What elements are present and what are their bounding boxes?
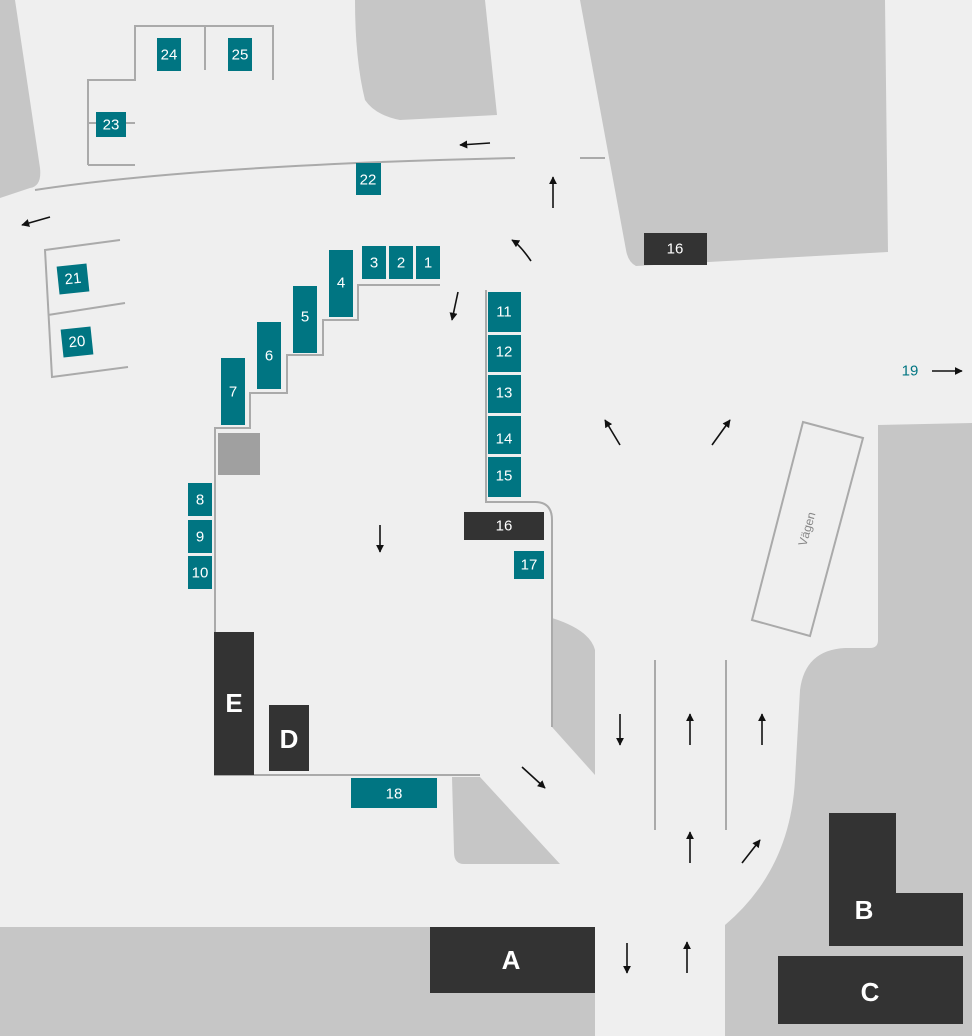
stop-25[interactable]: 25 bbox=[228, 38, 252, 71]
svg-text:21: 21 bbox=[64, 270, 82, 289]
svg-text:B: B bbox=[855, 895, 874, 925]
stop-17[interactable]: 17 bbox=[514, 551, 544, 579]
svg-text:23: 23 bbox=[103, 117, 120, 134]
stop-11[interactable]: 11 bbox=[488, 292, 521, 332]
stop-22[interactable]: 22 bbox=[356, 163, 381, 195]
stop-5[interactable]: 5 bbox=[293, 286, 317, 353]
area-top-right bbox=[580, 0, 888, 266]
stop-23[interactable]: 23 bbox=[96, 112, 126, 137]
building-A[interactable]: A bbox=[430, 927, 595, 993]
direction-arrow-icon bbox=[449, 291, 459, 321]
stop-21[interactable]: 21 bbox=[56, 263, 90, 295]
svg-text:15: 15 bbox=[496, 468, 513, 485]
building-C[interactable]: C bbox=[778, 956, 963, 1024]
svg-text:D: D bbox=[280, 724, 299, 754]
stop-8[interactable]: 8 bbox=[188, 483, 212, 516]
svg-text:18: 18 bbox=[386, 786, 403, 803]
svg-text:25: 25 bbox=[232, 47, 249, 64]
gray-block bbox=[218, 433, 260, 475]
direction-arrow-icon bbox=[521, 766, 546, 789]
direction-arrow-icon bbox=[604, 419, 621, 446]
svg-text:8: 8 bbox=[196, 492, 204, 509]
svg-text:5: 5 bbox=[301, 309, 309, 326]
direction-arrow-icon bbox=[511, 239, 532, 262]
stop-13[interactable]: 13 bbox=[488, 375, 521, 413]
svg-text:7: 7 bbox=[229, 384, 237, 401]
svg-text:10: 10 bbox=[192, 565, 209, 582]
stop-14[interactable]: 14 bbox=[488, 416, 521, 454]
svg-text:3: 3 bbox=[370, 255, 378, 272]
svg-text:13: 13 bbox=[496, 385, 513, 402]
direction-arrow-icon bbox=[741, 839, 761, 864]
stop-18[interactable]: 18 bbox=[351, 778, 437, 808]
building-D[interactable]: D bbox=[269, 705, 309, 771]
direction-arrow-icon bbox=[459, 140, 491, 149]
svg-text:20: 20 bbox=[68, 333, 86, 352]
svg-text:C: C bbox=[861, 977, 880, 1007]
svg-text:6: 6 bbox=[265, 348, 273, 365]
svg-text:16: 16 bbox=[496, 518, 513, 535]
stop-24[interactable]: 24 bbox=[157, 38, 181, 71]
stop-6[interactable]: 6 bbox=[257, 322, 281, 389]
svg-text:11: 11 bbox=[496, 304, 512, 321]
direction-arrow-icon bbox=[21, 216, 51, 227]
building-16-center[interactable]: 16 bbox=[464, 512, 544, 540]
svg-text:A: A bbox=[502, 945, 521, 975]
area-bottom-center bbox=[452, 777, 560, 864]
svg-text:14: 14 bbox=[496, 431, 513, 448]
direction-arrow-icon bbox=[711, 419, 731, 446]
area-right bbox=[725, 423, 972, 1036]
svg-text:24: 24 bbox=[161, 47, 178, 64]
svg-text:1: 1 bbox=[424, 255, 432, 272]
building-B[interactable]: B bbox=[829, 813, 963, 946]
area-top-center bbox=[355, 0, 497, 120]
svg-text:16: 16 bbox=[667, 241, 684, 258]
area-top-left bbox=[0, 0, 41, 198]
stop-20[interactable]: 20 bbox=[60, 326, 94, 358]
stop-10[interactable]: 10 bbox=[188, 556, 212, 589]
street-outline bbox=[750, 420, 865, 638]
stop-1[interactable]: 1 bbox=[416, 246, 440, 279]
svg-text:9: 9 bbox=[196, 529, 204, 546]
svg-text:12: 12 bbox=[496, 344, 513, 361]
building-16-top[interactable]: 16 bbox=[644, 233, 707, 265]
stop-4[interactable]: 4 bbox=[329, 250, 353, 317]
stop-19[interactable]: 19 bbox=[902, 363, 919, 380]
svg-text:E: E bbox=[225, 688, 242, 718]
stop-2[interactable]: 2 bbox=[389, 246, 413, 279]
stop-7[interactable]: 7 bbox=[221, 358, 245, 425]
stop-3[interactable]: 3 bbox=[362, 246, 386, 279]
area-center-right bbox=[552, 618, 595, 775]
stop-9[interactable]: 9 bbox=[188, 520, 212, 553]
stop-12[interactable]: 12 bbox=[488, 335, 521, 372]
svg-text:2: 2 bbox=[397, 255, 405, 272]
svg-text:22: 22 bbox=[360, 172, 377, 189]
svg-text:17: 17 bbox=[521, 557, 538, 574]
stop-15[interactable]: 15 bbox=[488, 457, 521, 497]
building-E[interactable]: E bbox=[214, 632, 254, 775]
svg-text:4: 4 bbox=[337, 275, 345, 292]
